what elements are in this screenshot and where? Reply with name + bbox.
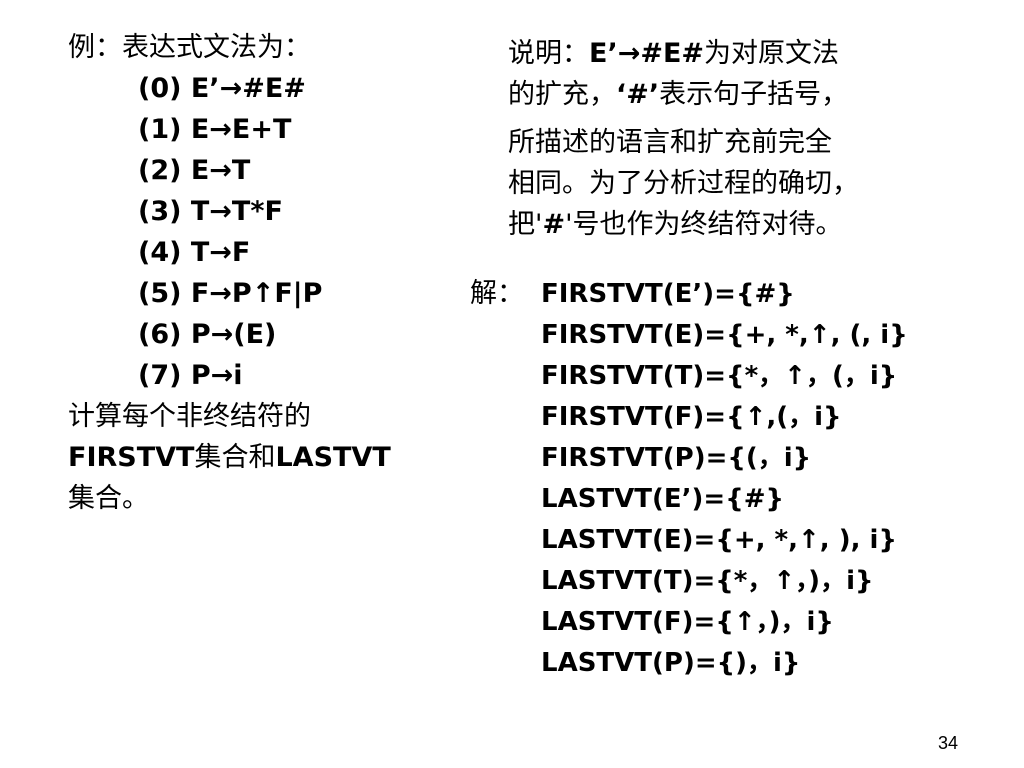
task-line-2: FIRSTVT集合和LASTVT bbox=[68, 440, 391, 476]
lastvt-f: LASTVT(F)={↑，)，i} bbox=[541, 607, 834, 637]
lastvt-t: LASTVT(T)={*，↑，)，i} bbox=[541, 566, 874, 596]
task-conjunction: 集合和 bbox=[194, 442, 276, 473]
note-line-2-tail: 表示句子括号， bbox=[659, 79, 849, 110]
solution-label: 解： bbox=[470, 278, 524, 309]
grammar-rule-5: (5) F→P↑F|P bbox=[138, 278, 323, 309]
note-line-4: 相同。为了分析过程的确切， bbox=[508, 168, 859, 199]
task-line-1: 计算每个非终结符的 bbox=[68, 401, 311, 432]
grammar-rule-7: (7) P→i bbox=[138, 360, 243, 391]
grammar-rule-2: (2) E→T bbox=[138, 155, 251, 186]
note-line-5: 把'#'号也作为终结符对待。 bbox=[508, 207, 843, 243]
firstvt-t: FIRSTVT(T)={*，↑，(，i} bbox=[541, 361, 898, 391]
firstvt-e: FIRSTVT(E)={+, *,↑, (, i} bbox=[541, 320, 908, 350]
page-number: 34 bbox=[938, 733, 959, 753]
note-line-5-head: 把' bbox=[508, 209, 543, 240]
firstvt-p: FIRSTVT(P)={(，i} bbox=[541, 443, 812, 473]
lastvt-e: LASTVT(E)={+, *,↑, ), i} bbox=[541, 525, 897, 555]
lastvt-p: LASTVT(P)={)，i} bbox=[541, 648, 801, 678]
example-intro: 例：表达式文法为： bbox=[68, 32, 311, 63]
note-line-2: 的扩充，‘#’表示句子括号， bbox=[508, 77, 848, 113]
grammar-rule-6: (6) P→(E) bbox=[138, 319, 277, 350]
note-line-3: 所描述的语言和扩充前完全 bbox=[508, 127, 832, 158]
note-hash-symbol: ‘#’ bbox=[616, 79, 660, 110]
lastvt-term: LASTVT bbox=[275, 442, 391, 473]
note-line-2-head: 的扩充， bbox=[508, 79, 616, 110]
grammar-rule-3: (3) T→T*F bbox=[138, 196, 283, 227]
note-hash-terminal: # bbox=[542, 209, 566, 240]
note-augmented-rule: E’→#E# bbox=[589, 38, 705, 69]
note-line-5-tail: '号也作为终结符对待。 bbox=[565, 209, 843, 240]
note-line-1-tail: 为对原文法 bbox=[704, 38, 840, 69]
task-line-3: 集合。 bbox=[68, 483, 149, 514]
grammar-rule-4: (4) T→F bbox=[138, 237, 251, 268]
grammar-rule-0: (0) E’→#E# bbox=[138, 73, 306, 104]
firstvt-f: FIRSTVT(F)={↑,(，i} bbox=[541, 402, 842, 432]
note-label: 说明： bbox=[508, 38, 589, 69]
note-line-1: 说明：E’→#E#为对原文法 bbox=[508, 36, 839, 72]
firstvt-term: FIRSTVT bbox=[68, 442, 195, 473]
firstvt-e-prime: FIRSTVT(E’)={#} bbox=[541, 279, 795, 309]
lastvt-e-prime: LASTVT(E’)={#} bbox=[541, 484, 785, 514]
grammar-rule-1: (1) E→E+T bbox=[138, 114, 292, 145]
